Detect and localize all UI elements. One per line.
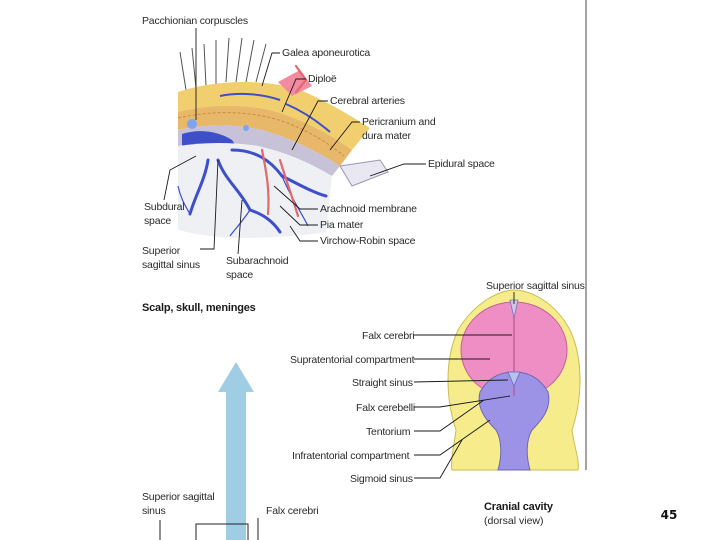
label-subdural-line2: space [144, 215, 171, 227]
label-galea-aponeurotica: Galea aponeurotica [282, 47, 370, 59]
page-number: 45 [660, 508, 678, 522]
label-supratentorial-compartment: Supratentorial compartment [290, 354, 415, 366]
label-diploe: Diploë [308, 73, 337, 85]
label-straight-sinus: Straight sinus [352, 377, 413, 389]
label-subarachnoid-line1: Subarachnoid [226, 255, 289, 267]
label-bottom-superior-sagittal-line1: Superior sagittal [142, 491, 214, 503]
label-cranial-superior-sagittal-sinus: Superior sagittal sinus [486, 280, 585, 292]
label-pericranium-line1: Pericranium and [362, 116, 436, 128]
bottom-diagram: Superior sagittal sinus Falx cerebri [142, 491, 319, 540]
label-subarachnoid-line2: space [226, 269, 253, 281]
label-bottom-superior-sagittal-line2: sinus [142, 505, 166, 517]
cranial-cavity-illustration [447, 289, 581, 471]
label-falx-cerebri: Falx cerebri [362, 330, 414, 342]
label-tentorium: Tentorium [366, 426, 411, 438]
label-cerebral-arteries: Cerebral arteries [330, 95, 405, 107]
label-epidural-space: Epidural space [428, 158, 495, 170]
label-sigmoid-sinus: Sigmoid sinus [350, 473, 413, 485]
scalp-diagram-labels: Pacchionian corpuscles Galea aponeurotic… [142, 15, 495, 314]
label-superior-sagittal-line1: Superior [142, 245, 181, 257]
label-bottom-falx-cerebri: Falx cerebri [266, 505, 318, 517]
scalp-skull-meninges-illustration [177, 37, 389, 238]
label-pacchionian-corpuscles: Pacchionian corpuscles [142, 15, 248, 27]
label-pericranium-line2: dura mater [362, 130, 411, 142]
caption-scalp-skull-meninges: Scalp, skull, meninges [142, 302, 256, 314]
label-superior-sagittal-line2: sagittal sinus [142, 259, 200, 271]
label-subdural-line1: Subdural [144, 201, 184, 213]
caption-dorsal-view: (dorsal view) [484, 515, 544, 527]
caption-cranial-cavity: Cranial cavity [484, 501, 554, 513]
label-pia-mater: Pia mater [320, 219, 364, 231]
orientation-arrow [218, 362, 254, 540]
label-infratentorial-compartment: Infratentorial compartment [292, 450, 410, 462]
label-arachnoid-membrane: Arachnoid membrane [320, 203, 417, 215]
cranial-diagram-labels: Superior sagittal sinus Falx cerebri Sup… [290, 280, 585, 527]
label-virchow-robin-space: Virchow-Robin space [320, 235, 416, 247]
label-falx-cerebelli: Falx cerebelli [356, 402, 415, 414]
